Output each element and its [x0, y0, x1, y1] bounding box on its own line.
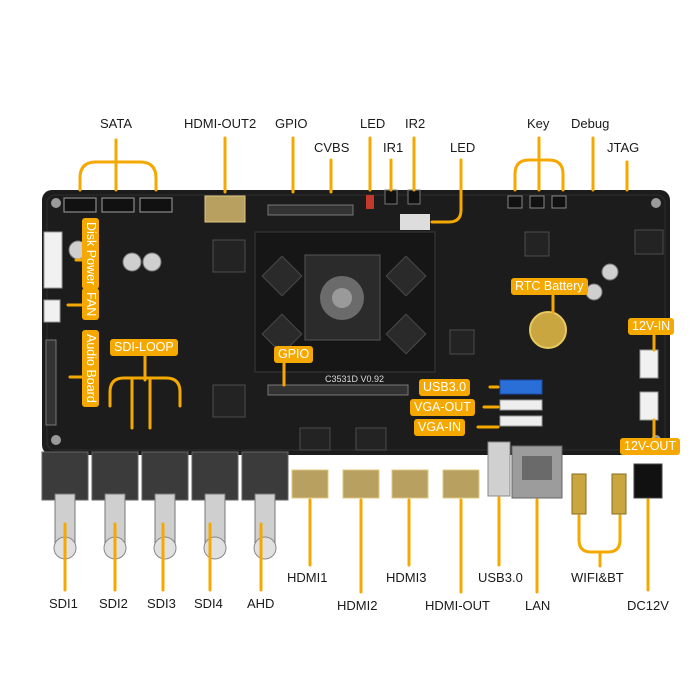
- ram-chips: [261, 255, 427, 355]
- label-sdi4: SDI4: [194, 596, 223, 611]
- label-jtag: JTAG: [607, 140, 640, 155]
- vga-out-connector: [499, 399, 543, 411]
- tag-12v-in: 12V-IN: [628, 318, 675, 335]
- bnc-connectors: [41, 451, 289, 560]
- antenna-jacks: [571, 473, 627, 515]
- gpio-header-mid: [267, 384, 409, 396]
- label-usb3-bottom: USB3.0: [478, 570, 523, 585]
- label-led-top: LED: [360, 116, 386, 131]
- ic-chips: [212, 229, 664, 451]
- tag-vga-out: VGA-OUT: [410, 399, 475, 416]
- label-sata: SATA: [100, 116, 133, 131]
- label-ir1: IR1: [383, 140, 404, 155]
- label-sdi1: SDI1: [49, 596, 78, 611]
- label-wifi-bt: WIFI&BT: [571, 570, 624, 585]
- tag-disk-power: Disk Power: [82, 218, 99, 290]
- tag-gpio-mid: GPIO: [274, 346, 314, 363]
- gpio-header-top: [267, 204, 354, 216]
- tag-usb3: USB3.0: [419, 379, 471, 396]
- dc-jack: [633, 463, 663, 499]
- tag-rtc-battery: RTC Battery: [511, 278, 588, 295]
- power-connector: [43, 231, 63, 289]
- 12v-out-connector: [639, 391, 659, 421]
- label-debug: Debug: [571, 116, 610, 131]
- label-ahd: AHD: [247, 596, 275, 611]
- label-led-right: LED: [450, 140, 476, 155]
- board-silkscreen: C3531D V0.92: [325, 374, 385, 384]
- key-buttons: [507, 195, 567, 209]
- hdmi-ports: [291, 469, 480, 499]
- label-sdi3: SDI3: [147, 596, 176, 611]
- label-hdmi1: HDMI1: [287, 570, 328, 585]
- label-hdmi-out2: HDMI-OUT2: [184, 116, 257, 131]
- callout-lines: [63, 136, 656, 594]
- label-lan: LAN: [525, 598, 551, 613]
- tag-fan: FAN: [82, 288, 99, 321]
- hdmi-out2-port: [204, 195, 246, 223]
- label-sdi2: SDI2: [99, 596, 128, 611]
- label-hdmi2: HDMI2: [337, 598, 378, 613]
- label-key: Key: [527, 116, 550, 131]
- tag-sdi-loop: SDI-LOOP: [110, 339, 178, 356]
- usb3-port-bottom: [487, 441, 511, 497]
- label-hdmi3: HDMI3: [386, 570, 427, 585]
- usb3-connector: [499, 379, 543, 395]
- tag-vga-in: VGA-IN: [414, 419, 466, 436]
- label-gpio-top: GPIO: [275, 116, 308, 131]
- label-ir2: IR2: [405, 116, 426, 131]
- rtc-battery: [529, 311, 567, 349]
- sata-connectors: [63, 197, 173, 213]
- label-cvbs: CVBS: [314, 140, 350, 155]
- label-hdmi-out: HDMI-OUT: [425, 598, 490, 613]
- tag-audio-board: Audio Board: [82, 330, 99, 407]
- label-dc12v: DC12V: [627, 598, 669, 613]
- tag-12v-out: 12V-OUT: [620, 438, 681, 455]
- 12v-in-connector: [639, 349, 659, 379]
- vga-in-connector: [499, 415, 543, 427]
